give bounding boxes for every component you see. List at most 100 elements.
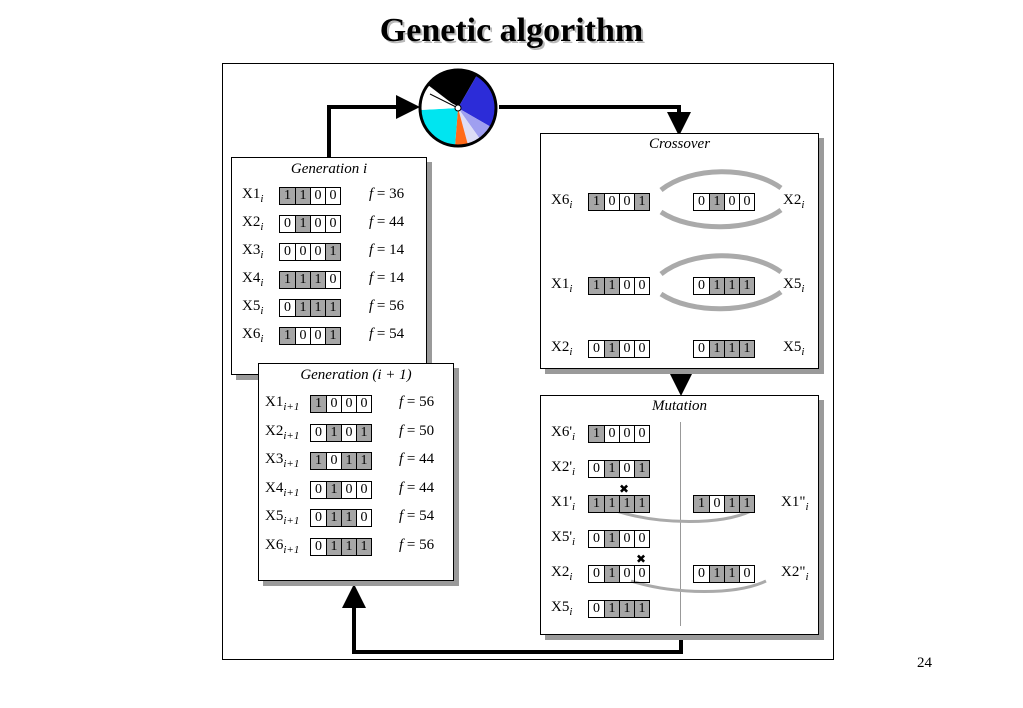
chromosome-label: X1i	[551, 276, 573, 295]
gene-bit: 0	[619, 278, 634, 294]
gene-bit: 0	[593, 601, 600, 616]
fitness-value: f = 56	[399, 394, 435, 410]
gene-bit: 1	[724, 566, 739, 582]
swap-arc	[659, 289, 783, 312]
chromosome-label: X2i	[551, 339, 573, 358]
gene-bit: 0	[709, 496, 724, 512]
swap-arc	[659, 207, 783, 230]
gene-bit: 0	[619, 461, 634, 477]
roulette-wheel-icon	[418, 68, 498, 148]
gene-bit: 1	[634, 601, 649, 617]
gene-bit: 1	[341, 510, 356, 526]
generation-i-title: Generation i	[290, 161, 368, 177]
chromosome-label: X2"i	[781, 564, 809, 583]
fitness-value: f = 36	[369, 186, 405, 202]
gene-bit: 0	[356, 396, 371, 412]
gene-bit: 0	[310, 328, 325, 344]
mutation-arrows	[615, 509, 767, 593]
chromosome-label: X1i+1	[265, 394, 300, 413]
diagram-frame	[222, 63, 834, 660]
gene-bit: 1	[326, 538, 341, 555]
fitness-value: f = 44	[399, 451, 435, 467]
chromosome-label: X3i	[242, 242, 264, 261]
slide-title: Genetic algorithm	[379, 12, 644, 49]
chromosome-label: X2i	[242, 214, 264, 233]
gene-bit: 1	[326, 481, 341, 498]
gene-bit: 1	[589, 194, 604, 210]
gene-bit: 1	[724, 278, 739, 294]
chromosome-label: X5i	[783, 276, 805, 295]
gene-bit: 0	[325, 216, 340, 232]
gene-bit: 0	[634, 426, 649, 442]
chromosome-label: X6i+1	[265, 536, 300, 556]
gene-bit: 1	[634, 461, 649, 477]
gene-bit: 0	[341, 396, 356, 412]
gene-bit: 1	[619, 496, 634, 512]
gene-bit: 0	[310, 188, 325, 204]
chromosome-label: X2i	[551, 564, 573, 583]
gene-bit: 1	[739, 496, 754, 512]
crossover-title: Crossover	[648, 136, 711, 152]
chromosome-label: X5i	[551, 599, 573, 618]
gene-bit: 1	[310, 272, 325, 288]
mutation-title: Mutation	[652, 398, 707, 414]
gene-bit: 1	[325, 328, 340, 344]
gene-bit: 0	[284, 244, 291, 259]
crossover-swap-arrows	[659, 169, 783, 312]
gene-bit: 1	[589, 496, 604, 512]
generation-next-title: Generation (i + 1)	[300, 367, 412, 383]
gene-bit: 0	[295, 244, 310, 260]
gene-bit: 1	[709, 278, 724, 294]
gene-bit: 0	[634, 341, 649, 357]
gene-bit: 0	[619, 194, 634, 210]
gene-bit: 1	[634, 496, 649, 512]
gene-bit: 1	[724, 496, 739, 512]
gene-bit: 1	[589, 426, 604, 442]
gene-bit: 1	[604, 341, 619, 357]
arrow-wheel-to-crossover	[499, 105, 691, 136]
gene-bit: 0	[739, 566, 754, 582]
gene-bit: 1	[326, 510, 341, 526]
arrow-gen-to-wheel	[327, 95, 420, 157]
gene-bit: 1	[326, 424, 341, 441]
gene-bit: 1	[589, 278, 604, 294]
fitness-value: f = 54	[369, 326, 405, 342]
gene-bit: 0	[619, 566, 634, 582]
gene-bit: 1	[341, 538, 356, 555]
gene-bit: 0	[315, 424, 322, 440]
gene-bit: 0	[698, 278, 705, 293]
gene-bit: 1	[604, 278, 619, 294]
chromosome-label: X5i	[242, 298, 264, 317]
gene-bit: 1	[311, 396, 326, 412]
gene-bit: 0	[325, 272, 340, 288]
gene-bit: 0	[604, 194, 619, 210]
chromosome-label: X6i	[242, 326, 264, 345]
chromosome-label: X6'i	[551, 424, 576, 443]
swap-arc	[659, 253, 783, 276]
swap-arc	[659, 169, 783, 192]
fitness-value: f = 14	[369, 242, 405, 258]
gene-bit: 1	[694, 496, 709, 512]
gene-bit: 1	[724, 341, 739, 357]
gene-bit: 1	[280, 328, 295, 344]
fitness-value: f = 14	[369, 270, 405, 286]
gene-bit: 0	[698, 566, 705, 581]
gene-bit: 0	[698, 341, 705, 356]
gene-bit: 1	[709, 566, 724, 582]
